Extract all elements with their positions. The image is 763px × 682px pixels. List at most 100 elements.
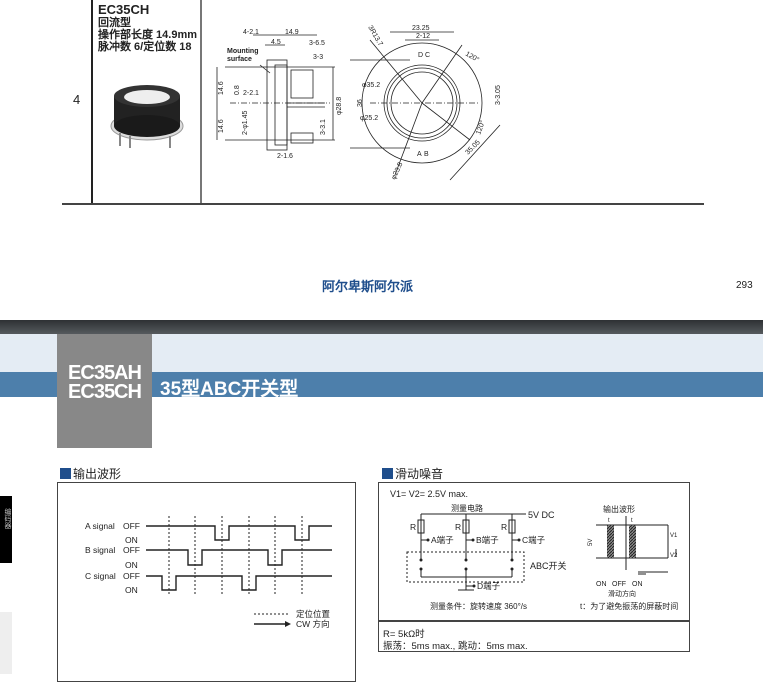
noise-band-1 <box>607 525 614 558</box>
svg-text:输出波形: 输出波形 <box>603 504 635 514</box>
svg-text:φ35.2: φ35.2 <box>362 82 380 89</box>
svg-text:B端子: B端子 <box>476 535 499 545</box>
product-spec: EC35CH 回流型 操作部长度 14.9mm 脉冲数 6/定位数 18 <box>98 2 198 54</box>
svg-text:2-12: 2-12 <box>416 33 430 40</box>
row-number: 4 <box>73 92 81 107</box>
svg-text:3-6.5: 3-6.5 <box>309 40 325 47</box>
result-r: R= 5kΩ时 <box>383 629 425 640</box>
svg-text:C: C <box>425 52 430 59</box>
svg-text:φ23.8: φ23.8 <box>390 161 404 181</box>
svg-text:A: A <box>417 151 422 158</box>
svg-text:14.6: 14.6 <box>218 119 225 133</box>
section-marker-icon <box>60 468 71 479</box>
section-marker-icon <box>382 468 393 479</box>
svg-text:φ28.8: φ28.8 <box>336 97 343 115</box>
svg-text:ABC开关: ABC开关 <box>530 560 567 571</box>
svg-text:120°: 120° <box>474 119 487 136</box>
svg-text:2-1.6: 2-1.6 <box>277 153 293 160</box>
svg-text:CW 方向: CW 方向 <box>296 619 330 629</box>
top-dark-bar <box>0 320 763 334</box>
section-title-text: 滑动噪音 <box>395 467 444 481</box>
svg-text:测量条件：旋转速度 360°/s: 测量条件：旋转速度 360°/s <box>430 601 527 611</box>
svg-text:0.8: 0.8 <box>234 85 241 95</box>
svg-text:surface: surface <box>227 56 252 63</box>
product-photo <box>110 85 184 148</box>
svg-text:ON: ON <box>632 581 643 588</box>
noise-divider <box>378 620 690 622</box>
svg-text:t: t <box>631 518 633 524</box>
svg-text:3-3: 3-3 <box>313 54 323 61</box>
result-values: 振荡：5ms max., 跳动：5ms max. <box>383 641 528 652</box>
svg-text:滑动方向: 滑动方向 <box>608 589 636 598</box>
page-number: 293 <box>736 280 753 291</box>
svg-text:ON: ON <box>125 560 138 570</box>
svg-text:测量电路: 测量电路 <box>451 503 483 513</box>
svg-text:2-φ1.45: 2-φ1.45 <box>242 111 249 135</box>
svg-text:ON: ON <box>125 535 138 545</box>
svg-text:B signal: B signal <box>85 545 115 555</box>
svg-text:R: R <box>455 522 461 532</box>
svg-text:A signal: A signal <box>85 521 115 531</box>
side-tab-active[interactable]: 编码器 <box>0 496 12 563</box>
svg-text:t: t <box>608 518 610 524</box>
waveform-section-title: 输出波形 <box>60 465 121 482</box>
noise-panel <box>378 482 690 652</box>
arrow-icon <box>285 621 291 627</box>
b-signal-wave <box>146 549 332 566</box>
model-box: EC35AH EC35CH <box>57 334 152 448</box>
svg-text:14.9: 14.9 <box>285 29 299 36</box>
svg-text:B: B <box>424 151 429 158</box>
svg-text:ON: ON <box>596 581 607 588</box>
model-1: EC35AH <box>68 362 142 384</box>
svg-text:D: D <box>418 52 423 59</box>
table-line-mid <box>200 0 202 205</box>
svg-text:R: R <box>501 522 507 532</box>
model-name: EC35CH <box>98 2 150 17</box>
svg-text:3R13.7: 3R13.7 <box>366 25 383 48</box>
svg-text:A端子: A端子 <box>431 535 454 545</box>
noise-band-2 <box>629 525 636 558</box>
svg-text:OFF: OFF <box>123 521 140 531</box>
svg-text:D端子: D端子 <box>477 581 501 591</box>
top-view-drawing: 23.252-12 3R13.7 120° 3-3.05 φ35.2 36 φ2… <box>350 25 502 181</box>
svg-text:OFF: OFF <box>123 545 140 555</box>
side-tab-label: 编码器 <box>4 508 11 529</box>
brand-footer: 阿尔卑斯阿尔派 <box>322 279 414 294</box>
svg-text:V1: V1 <box>670 533 678 539</box>
table-line-left <box>91 0 93 205</box>
page-title: 35型ABC开关型 <box>160 379 299 400</box>
svg-text:3-3.1: 3-3.1 <box>320 119 327 135</box>
svg-text:3-3.05: 3-3.05 <box>495 85 502 105</box>
svg-text:2-2.1: 2-2.1 <box>243 90 259 97</box>
svg-text:14.6: 14.6 <box>218 81 225 95</box>
svg-text:36: 36 <box>357 99 364 107</box>
svg-text:OFF: OFF <box>612 581 626 588</box>
product-type: 回流型 <box>98 17 131 29</box>
c-signal-wave <box>146 575 332 591</box>
model-2: EC35CH <box>68 381 142 403</box>
table-bottom-rule <box>62 203 704 205</box>
svg-text:C端子: C端子 <box>522 535 546 545</box>
svg-text:V2: V2 <box>670 553 678 559</box>
side-tab-inactive[interactable] <box>0 612 12 674</box>
svg-text:5V: 5V <box>588 539 594 546</box>
noise-section-title: 滑动噪音 <box>382 465 443 482</box>
section-title-text: 输出波形 <box>73 467 122 481</box>
pulse-detent: 脉冲数 6/定位数 18 <box>98 41 192 53</box>
svg-text:φ25.2: φ25.2 <box>360 115 378 122</box>
svg-text:C signal: C signal <box>85 571 116 581</box>
svg-text:23.25: 23.25 <box>412 25 430 32</box>
svg-text:Mounting: Mounting <box>227 48 259 55</box>
svg-text:4.5: 4.5 <box>271 39 281 46</box>
operating-length: 操作部长度 14.9mm <box>98 29 198 41</box>
svg-text:4-2.1: 4-2.1 <box>243 29 259 36</box>
svg-text:t：为了避免振荡的屏蔽时间: t：为了避免振荡的屏蔽时间 <box>580 601 678 611</box>
svg-text:R: R <box>410 522 416 532</box>
svg-text:定位位置: 定位位置 <box>296 609 331 619</box>
svg-text:120°: 120° <box>464 50 481 64</box>
a-signal-wave <box>146 525 332 541</box>
svg-text:ON: ON <box>125 585 138 595</box>
